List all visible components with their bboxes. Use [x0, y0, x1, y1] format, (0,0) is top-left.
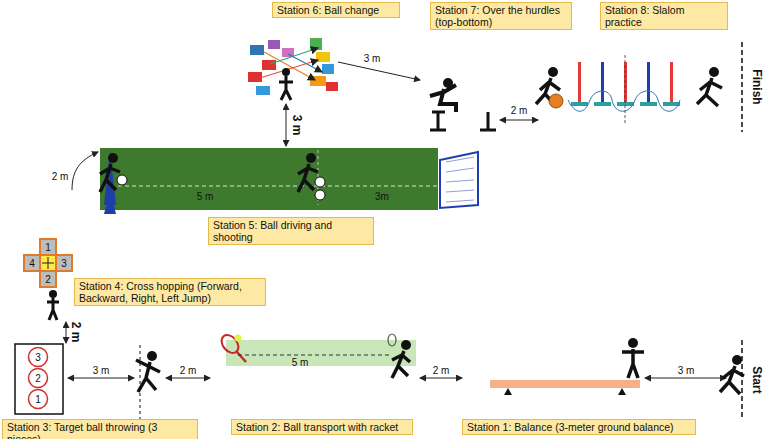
dimension-label: 2 m — [433, 365, 450, 376]
dimension-label: 1 — [35, 394, 41, 405]
dimension-label: 2 — [45, 274, 51, 285]
dimension-arrow — [286, 104, 287, 146]
dashed-line — [140, 345, 141, 420]
start-runner — [720, 340, 744, 420]
dimension-arrow — [420, 378, 462, 379]
marker-text: Start — [751, 366, 762, 393]
dimension-label: 3m — [375, 191, 389, 202]
dimension-label: 1 — [45, 242, 51, 253]
dimension-label: 3 m — [364, 53, 381, 64]
station-label: Station 8: Slalom practice — [600, 2, 728, 30]
marker-text: Finish — [751, 69, 762, 104]
target-frame — [15, 344, 63, 414]
station-label: Station 3: Target ball throwing (3 piece… — [2, 419, 198, 439]
dimension-label: 3 — [61, 258, 67, 269]
marker-text: 2 m — [70, 322, 81, 343]
station-label: Station 4: Cross hopping (Forward, Backw… — [74, 278, 266, 306]
balance-beam — [490, 338, 644, 395]
dimension-arrow — [166, 378, 210, 379]
station-label: Station 7: Over the hurdles (top-bottom) — [430, 2, 572, 30]
racket-lane — [218, 332, 416, 378]
station-text: Station 7: Over the hurdles (top-bottom) — [435, 4, 567, 28]
dimension-arrow — [645, 378, 726, 379]
ball-change-blocks — [248, 38, 338, 100]
dimension-arrow — [66, 322, 67, 343]
station-text: Station 8: Slalom practice — [605, 4, 723, 28]
dimension-label: 2 m — [52, 171, 69, 182]
station-text: Station 2: Ball transport with racket — [236, 421, 408, 433]
thrower — [136, 351, 160, 392]
dimension-arrow — [68, 378, 134, 379]
station-text: Station 1: Balance (3-meter ground balan… — [467, 421, 691, 433]
arrow — [338, 62, 420, 80]
station-text: Station 4: Cross hopping (Forward, Backw… — [79, 280, 261, 304]
dimension-label: 3 m — [93, 365, 110, 376]
dimension-label: 2 m — [180, 365, 197, 376]
dimension-arrow — [500, 120, 538, 121]
station-label: Station 6: Ball change — [272, 2, 400, 18]
station-text: Station 6: Ball change — [277, 4, 395, 16]
dimension-label: 5 m — [197, 191, 214, 202]
station-text: Station 5: Ball driving and shooting — [213, 219, 369, 243]
shooting-field — [72, 148, 478, 214]
dimension-label: 2 — [35, 373, 41, 384]
station-label: Station 1: Balance (3-meter ground balan… — [462, 419, 696, 435]
dimension-label: 5 m — [292, 357, 309, 368]
station-text: Station 3: Target ball throwing (3 piece… — [7, 421, 193, 439]
cross-hopping — [24, 239, 72, 320]
hurdles — [430, 78, 496, 130]
dimension-label: 3 m — [678, 365, 695, 376]
dimension-label: 4 — [29, 258, 35, 269]
station-label: Station 5: Ball driving and shooting — [208, 217, 374, 245]
dimension-label: 3 — [35, 352, 41, 363]
marker-text: 3 m — [291, 115, 302, 136]
slalom — [536, 42, 742, 132]
dimension-label: 2 m — [511, 105, 528, 116]
station-label: Station 2: Ball transport with racket — [231, 419, 413, 435]
